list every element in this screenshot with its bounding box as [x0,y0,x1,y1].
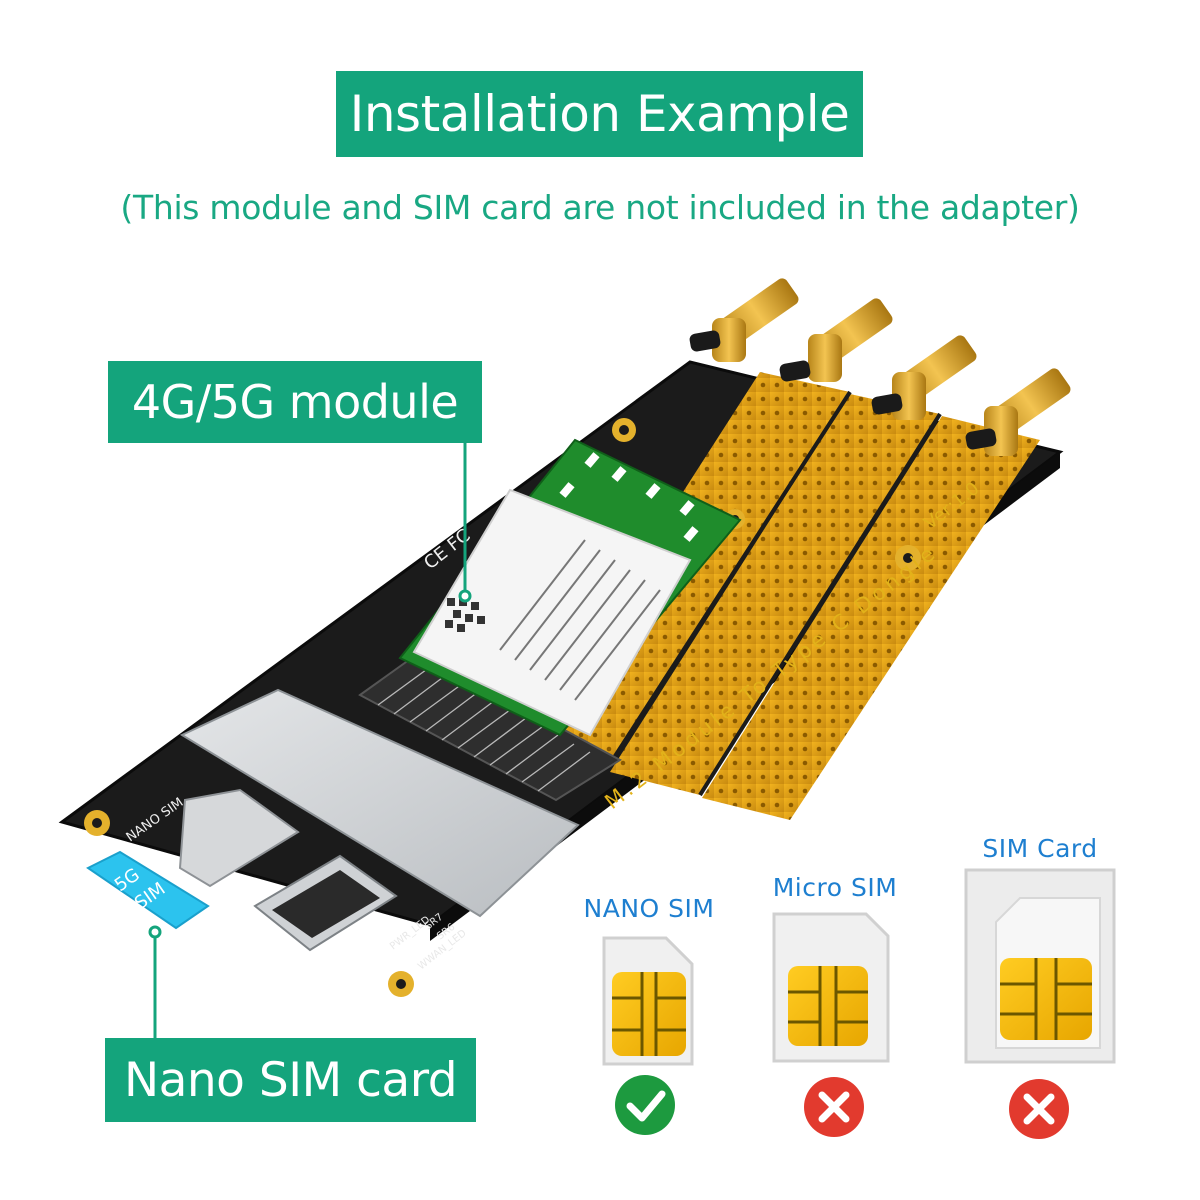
cross-icon [1009,1079,1069,1139]
type-c-port [253,854,398,952]
cross-icon [804,1077,864,1137]
sim-card-standard [964,868,1116,1064]
sma-connectors [689,278,1071,456]
nano-sim-slot [178,788,300,888]
sim-card-nano [602,936,694,1066]
sim-label-standard: SIM Card [982,834,1098,863]
nano-sim-card: 5G SIM [86,850,210,930]
metal-shield [179,688,580,918]
callout-leaders [148,443,472,1038]
title-banner: Installation Example [336,71,863,157]
nano-sim-callout: Nano SIM card [105,1038,476,1122]
subtitle-note: (This module and SIM card are not includ… [120,188,1080,227]
module-callout: 4G/5G module [108,361,482,443]
sim-label-nano: NANO SIM [583,894,715,923]
sim-card-micro [772,912,890,1063]
check-icon [615,1075,675,1135]
sim-label-micro: Micro SIM [772,873,898,902]
